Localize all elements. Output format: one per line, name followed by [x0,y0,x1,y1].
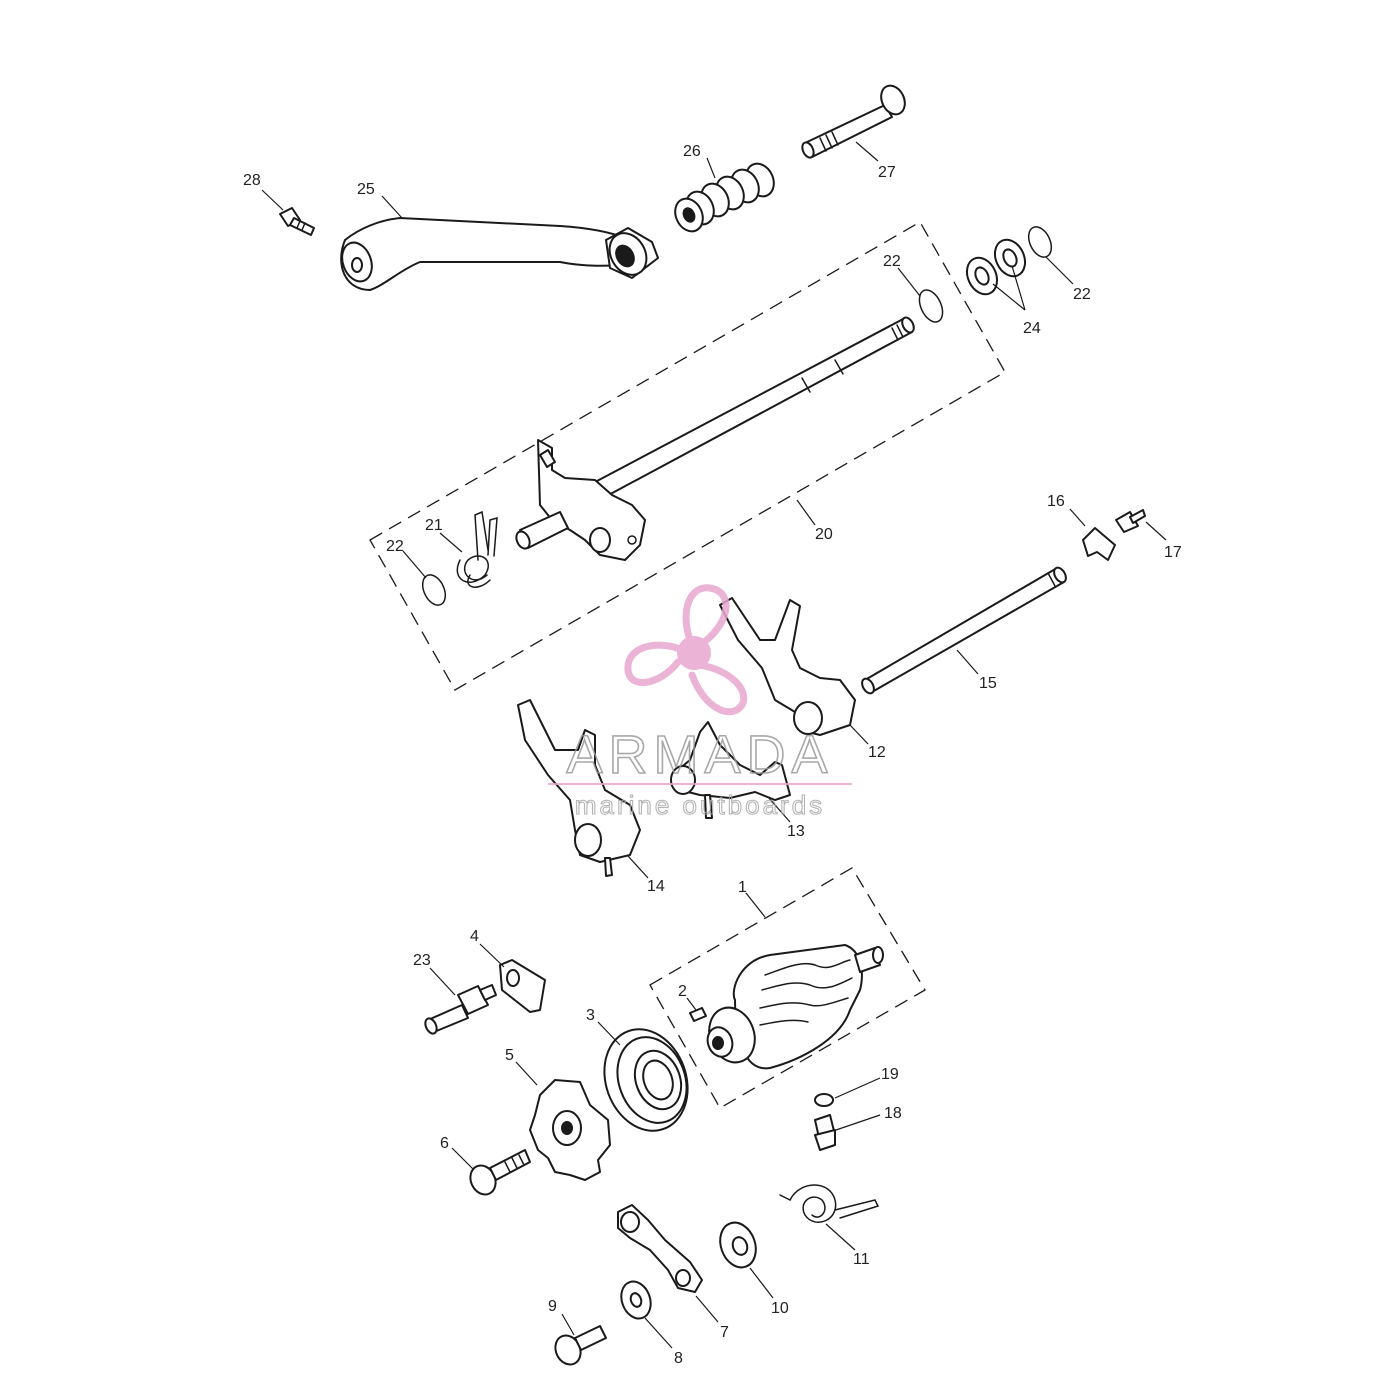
retainer-plate-part [1082,527,1116,561]
callout-6: 6 [440,1135,449,1152]
shift-shaft-assembly-box [369,221,1006,691]
callout-3: 3 [586,1007,595,1024]
stopper-plate-part [499,959,546,1013]
callout-10: 10 [771,1300,789,1317]
callout-2: 2 [678,983,687,1000]
watermark-brand: ARMADA [566,725,833,785]
callout-22-top: 22 [883,253,901,270]
gear-lever-part [340,217,659,291]
callout-20: 20 [815,526,833,543]
lever-bolt-part [279,207,315,236]
shift-arm-spring-part [779,1184,880,1223]
shift-drum-part [706,944,884,1070]
fork-shaft-part [861,566,1067,695]
callout-26: 26 [683,143,701,160]
callout-8: 8 [674,1350,683,1367]
stopper-bolt-part [424,984,497,1035]
callout-28: 28 [243,172,261,189]
callout-18: 18 [884,1105,902,1122]
callout-25: 25 [357,181,375,198]
circlip-left-part [421,574,447,606]
retainer-screw-part [1115,509,1146,533]
watermark-tagline: marine outboards [575,790,825,820]
watermark: ARMADA marine outboards [548,584,852,821]
callout-21: 21 [425,517,443,534]
circlip-right-part [1027,226,1053,258]
arm-bolt-part [554,1325,607,1366]
callout-14: 14 [647,878,665,895]
shift-shaft-part [515,316,915,561]
shift-fork-middle-part [670,721,791,819]
rubber-grip-part [674,162,775,233]
pivot-pin-part [801,84,906,159]
callout-5: 5 [505,1047,514,1064]
callout-7: 7 [720,1324,729,1341]
shift-fork-large-part [719,597,856,736]
callout-1: 1 [738,879,747,896]
arm-washer-part [719,1221,757,1269]
star-cam-bolt-part [469,1149,531,1196]
shim-washers-part [965,238,1027,296]
callout-11: 11 [853,1251,870,1268]
callout-leader-lines [261,141,1167,1349]
callout-23: 23 [413,952,431,969]
circlip-shaft-end-part [918,289,944,323]
star-cam-part [529,1079,611,1181]
callout-19: 19 [881,1066,899,1083]
callout-22-left: 22 [386,538,404,555]
callout-22-right: 22 [1073,286,1091,303]
arm-bolt-washer-part [620,1280,652,1320]
callout-17: 17 [1164,544,1182,561]
shift-arm-part [617,1204,703,1293]
callout-27: 27 [878,164,896,181]
shaft-return-spring-part [456,510,498,588]
callout-9: 9 [548,1298,557,1315]
shift-fork-left-part [517,699,641,877]
callout-4: 4 [470,928,479,945]
callout-12: 12 [868,744,886,761]
drum-bearing-part [603,1028,689,1132]
propeller-logo-icon [624,584,748,716]
gasket-washer-part [814,1093,834,1107]
shift-drum-assembly-box [649,867,926,1109]
callout-15: 15 [979,675,997,692]
neutral-switch-part [814,1114,836,1151]
callout-16: 16 [1047,493,1065,510]
callout-13: 13 [787,823,805,840]
callout-24: 24 [1023,320,1041,337]
dowel-pin-part [689,1007,707,1022]
